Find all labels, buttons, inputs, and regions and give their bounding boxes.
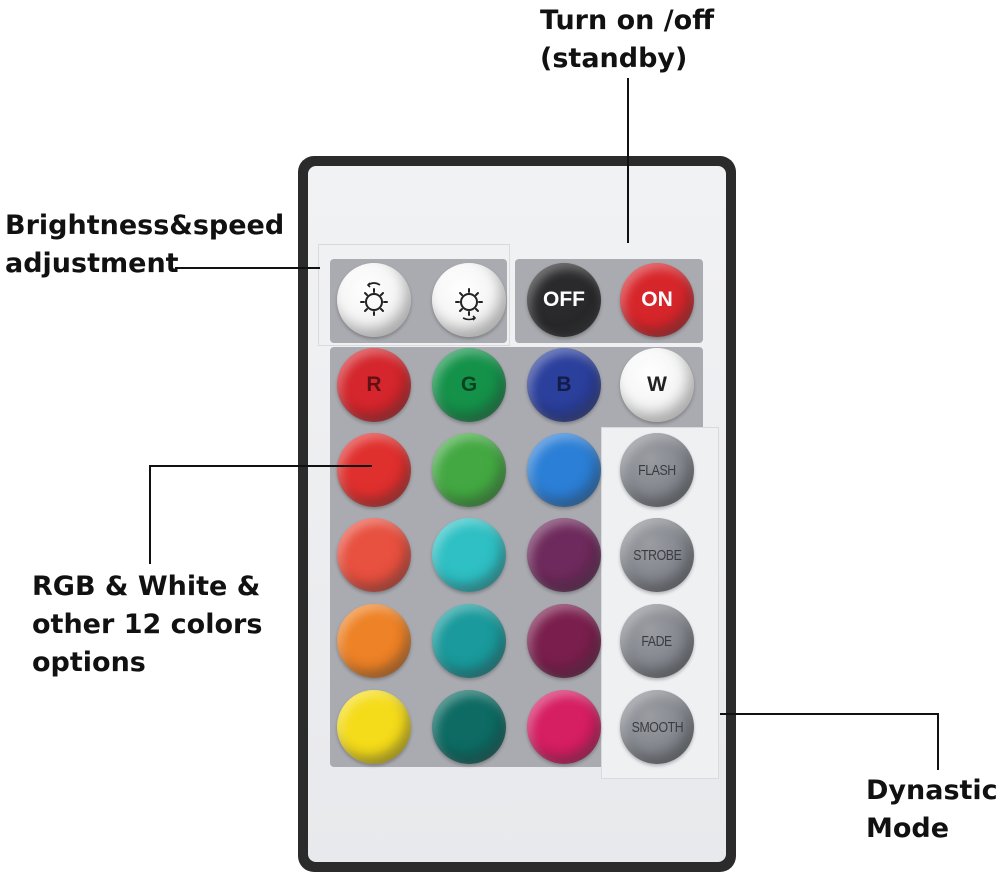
on-button[interactable]: ON — [620, 263, 694, 337]
mode-button-fade[interactable]: FADE — [620, 604, 694, 678]
color-button-r1c1[interactable] — [337, 433, 411, 507]
on-label: ON — [641, 288, 673, 311]
mode-annotation: Dynastic Mode — [866, 772, 997, 848]
color-button-r1c3[interactable] — [527, 433, 601, 507]
mode-label-smooth: SMOOTH — [631, 718, 683, 736]
brightness-annotation-line-2: adjustment — [5, 248, 179, 279]
color-button-r3c3[interactable] — [527, 604, 601, 678]
color-button-r1c2[interactable] — [432, 433, 506, 507]
mode-leader — [720, 713, 939, 770]
mode-annotation-line-2: Mode — [866, 813, 950, 844]
brightness-annotation: Brightness&speed adjustment — [5, 207, 284, 283]
color-button-r4c1[interactable] — [337, 690, 411, 764]
mode-button-smooth[interactable]: SMOOTH — [620, 690, 694, 764]
color-button-r2c2[interactable] — [432, 518, 506, 592]
color-button-r4c2[interactable] — [432, 690, 506, 764]
color-label-g: G — [460, 373, 478, 396]
color-button-r[interactable]: R — [337, 348, 411, 422]
mode-label-fade: FADE — [641, 632, 673, 650]
brightness-down-icon — [455, 288, 483, 321]
colors-annotation-line-3: options — [32, 647, 146, 678]
brightness-outline — [318, 244, 510, 346]
color-label-w: W — [647, 373, 667, 396]
mode-label-strobe: STROBE — [632, 546, 682, 564]
colors-annotation: RGB & White & other 12 colors options — [32, 568, 262, 682]
colors-annotation-line-2: other 12 colors — [32, 609, 263, 640]
mode-button-strobe[interactable]: STROBE — [620, 518, 694, 592]
power-annotation-line-2: (standby) — [540, 43, 688, 74]
color-button-g[interactable]: G — [432, 348, 506, 422]
power-annotation: Turn on /off (standby) — [540, 2, 714, 78]
brightness-annotation-line-1: Brightness&speed — [5, 210, 285, 241]
color-button-b[interactable]: B — [527, 348, 601, 422]
colors-annotation-line-1: RGB & White & — [32, 571, 261, 602]
color-button-w[interactable]: W — [620, 348, 694, 422]
brightness-up-icon — [360, 282, 388, 316]
off-label: OFF — [543, 288, 585, 311]
brightness-up-button[interactable] — [337, 263, 411, 337]
color-button-r3c1[interactable] — [337, 604, 411, 678]
mode-button-flash[interactable]: FLASH — [620, 433, 694, 507]
mode-label-flash: FLASH — [638, 461, 676, 479]
mode-annotation-line-1: Dynastic — [866, 775, 997, 806]
brightness-down-button[interactable] — [432, 263, 506, 337]
color-button-r2c1[interactable] — [337, 518, 411, 592]
color-label-b: B — [556, 373, 572, 396]
power-annotation-line-1: Turn on /off — [540, 5, 715, 36]
color-button-r2c3[interactable] — [527, 518, 601, 592]
color-button-r3c2[interactable] — [432, 604, 506, 678]
color-label-r: R — [366, 373, 382, 396]
off-button[interactable]: OFF — [527, 263, 601, 337]
color-button-r4c3[interactable] — [527, 690, 601, 764]
